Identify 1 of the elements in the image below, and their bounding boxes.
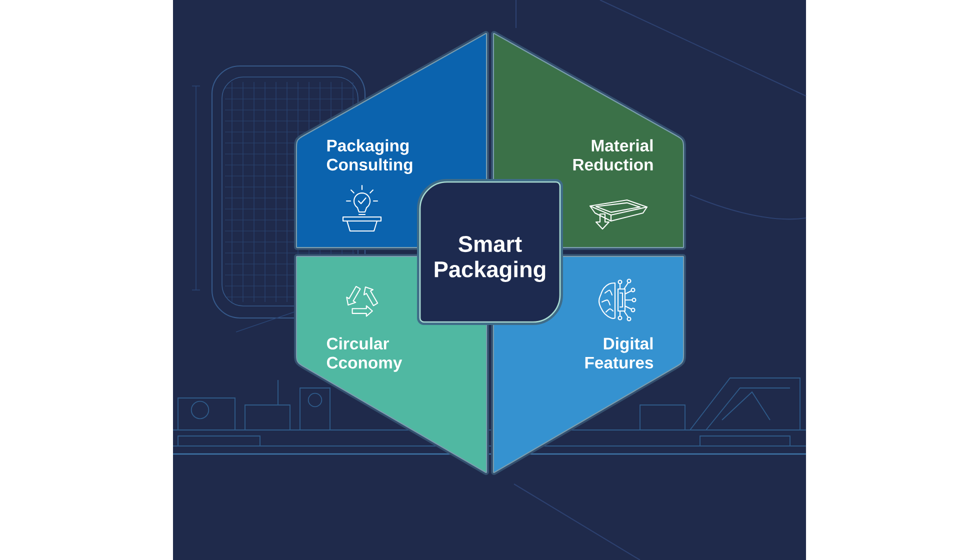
center-box: Smart Packaging: [417, 179, 563, 325]
